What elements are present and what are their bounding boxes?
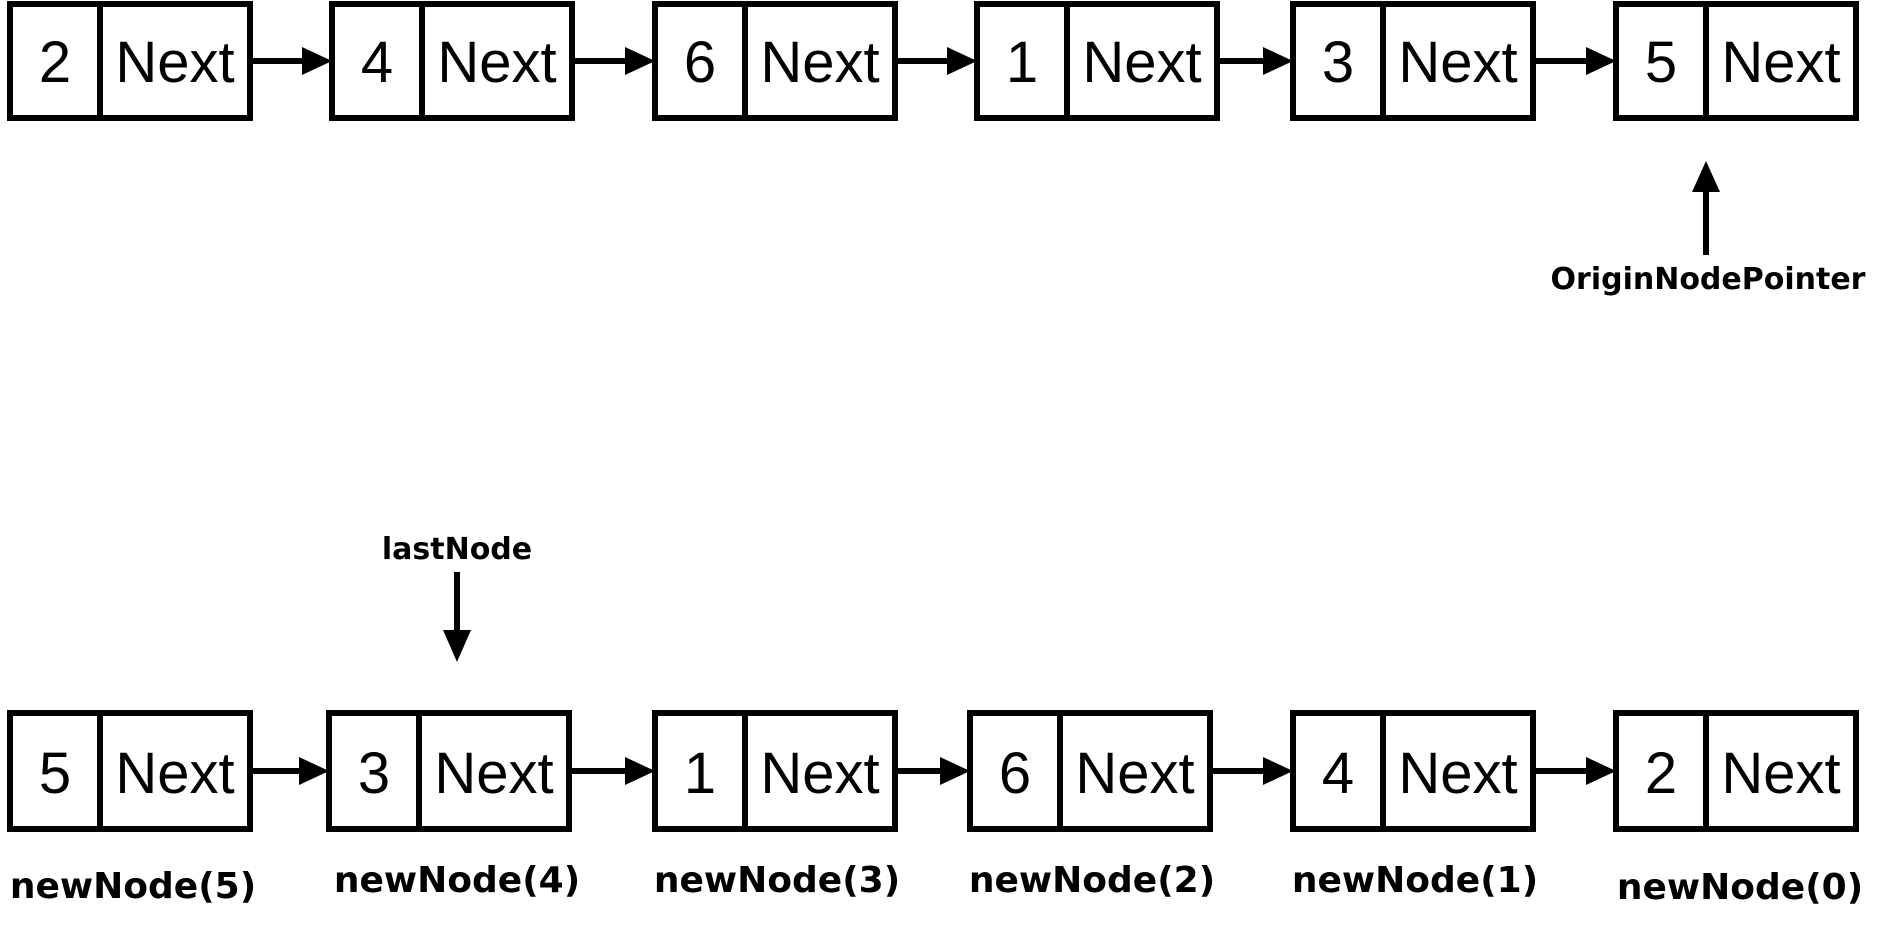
bottom-linked-list: lastNode 5 Next newNode(5) 3 Next newNod… — [7, 532, 1863, 908]
node-value: 3 — [1322, 30, 1354, 95]
node-box — [1290, 710, 1536, 832]
node-caption: newNode(2) — [969, 860, 1215, 901]
node-box — [1613, 710, 1859, 832]
node-next-label: Next — [1721, 741, 1840, 806]
node-next-label: Next — [115, 30, 234, 95]
next-arrow — [895, 757, 970, 785]
next-arrow — [895, 47, 977, 75]
top-node: 5 Next — [1613, 1, 1859, 121]
next-arrow — [1533, 47, 1616, 75]
node-next-label: Next — [1082, 30, 1201, 95]
top-node: 4 Next — [329, 1, 575, 121]
node-value: 1 — [1006, 30, 1038, 95]
next-arrow — [1533, 757, 1616, 785]
next-arrow — [250, 47, 332, 75]
node-value: 1 — [684, 741, 716, 806]
node-caption: newNode(4) — [334, 860, 580, 901]
next-arrow — [1217, 47, 1293, 75]
node-caption: newNode(0) — [1617, 867, 1863, 908]
node-next-label: Next — [437, 30, 556, 95]
node-box — [974, 1, 1220, 121]
node-value: 6 — [999, 741, 1031, 806]
top-node: 6 Next — [652, 1, 898, 121]
node-box — [1613, 1, 1859, 121]
node-caption: newNode(1) — [1292, 860, 1538, 901]
node-value: 2 — [39, 30, 71, 95]
bottom-node: 6 Next — [967, 710, 1213, 832]
node-box — [652, 1, 898, 121]
top-linked-list: 2 Next 4 Next 6 Next — [7, 1, 1866, 297]
node-value: 5 — [39, 741, 71, 806]
top-node: 3 Next — [1290, 1, 1536, 121]
node-box — [652, 710, 898, 832]
next-arrow — [1210, 757, 1293, 785]
origin-pointer-arrow — [1692, 161, 1720, 255]
node-next-label: Next — [115, 741, 234, 806]
node-value: 3 — [358, 741, 390, 806]
node-value: 6 — [684, 30, 716, 95]
node-box — [7, 1, 253, 121]
top-node: 2 Next — [7, 1, 253, 121]
bottom-node: 4 Next — [1290, 710, 1536, 832]
node-caption: newNode(5) — [10, 866, 256, 907]
bottom-node: 1 Next — [652, 710, 898, 832]
last-node-pointer-arrow — [443, 572, 471, 662]
node-next-label: Next — [1721, 30, 1840, 95]
node-value: 2 — [1645, 741, 1677, 806]
origin-node-pointer-label: OriginNodePointer — [1551, 262, 1866, 297]
node-next-label: Next — [1075, 741, 1194, 806]
node-next-label: Next — [1398, 741, 1517, 806]
bottom-node: 5 Next — [7, 710, 253, 832]
node-caption: newNode(3) — [654, 860, 900, 901]
top-node: 1 Next — [974, 1, 1220, 121]
bottom-node: 3 Next — [326, 710, 572, 832]
bottom-node: 2 Next — [1613, 710, 1859, 832]
node-next-label: Next — [760, 30, 879, 95]
next-arrow — [250, 757, 329, 785]
node-next-label: Next — [434, 741, 553, 806]
node-next-label: Next — [760, 741, 879, 806]
node-box — [326, 710, 572, 832]
node-box — [967, 710, 1213, 832]
next-arrow — [572, 47, 655, 75]
node-value: 4 — [1322, 741, 1354, 806]
last-node-label: lastNode — [382, 532, 532, 567]
node-value: 4 — [361, 30, 393, 95]
node-value: 5 — [1645, 30, 1677, 95]
node-next-label: Next — [1398, 30, 1517, 95]
next-arrow — [569, 757, 655, 785]
node-box — [7, 710, 253, 832]
